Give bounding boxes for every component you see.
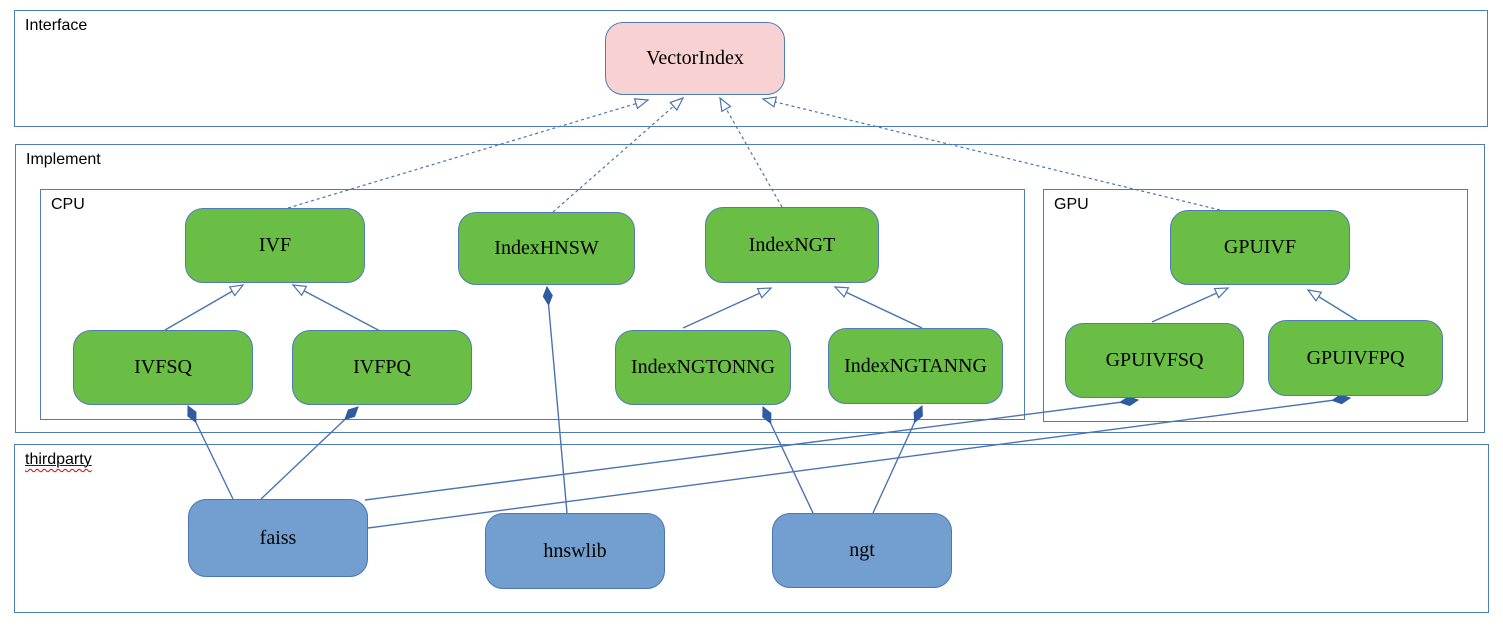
node-gpuivfsq-label: GPUIVFSQ — [1105, 349, 1204, 371]
node-ivfpq[interactable]: IVFPQ — [292, 330, 472, 405]
container-interface-label: Interface — [25, 17, 88, 34]
spellcheck-squiggle: thirdparty — [25, 451, 92, 468]
node-indexhnsw[interactable]: IndexHNSW — [458, 212, 635, 285]
container-thirdparty-label: thirdparty — [25, 451, 92, 469]
node-indexngt[interactable]: IndexNGT — [705, 207, 879, 283]
node-indexngt-label: IndexNGT — [748, 233, 836, 256]
node-indexhnsw-label: IndexHNSW — [494, 237, 599, 259]
node-ngt[interactable]: ngt — [772, 513, 952, 588]
node-ivfpq-label: IVFPQ — [353, 356, 411, 378]
node-indexngtonng-label: IndexNGTONNG — [630, 356, 776, 378]
node-faiss[interactable]: faiss — [188, 499, 368, 577]
node-vectorindex[interactable]: VectorIndex — [605, 22, 785, 95]
node-hnswlib[interactable]: hnswlib — [485, 513, 665, 589]
node-gpuivf-label: GPUIVF — [1223, 236, 1297, 258]
node-gpuivf[interactable]: GPUIVF — [1170, 210, 1350, 285]
node-indexngtonng[interactable]: IndexNGTONNG — [615, 330, 791, 405]
node-gpuivfsq[interactable]: GPUIVFSQ — [1065, 323, 1244, 398]
node-hnswlib-label: hnswlib — [543, 539, 607, 562]
container-implement-label: Implement — [26, 151, 101, 168]
node-ivf[interactable]: IVF — [185, 208, 365, 283]
node-vectorindex-label: VectorIndex — [646, 47, 744, 69]
node-ivfsq-label: IVFSQ — [134, 356, 192, 378]
node-gpuivfpq-label: GPUIVFPQ — [1306, 346, 1405, 369]
node-ngt-label: ngt — [849, 539, 875, 561]
container-gpu-label: GPU — [1054, 196, 1089, 213]
node-gpuivfpq[interactable]: GPUIVFPQ — [1268, 320, 1443, 396]
node-ivf-label: IVF — [258, 234, 292, 256]
node-faiss-label: faiss — [259, 526, 297, 549]
node-indexngtanng[interactable]: IndexNGTANNG — [828, 328, 1003, 404]
node-indexngtanng-label: IndexNGTANNG — [844, 354, 987, 377]
node-ivfsq[interactable]: IVFSQ — [73, 330, 253, 405]
container-cpu-label: CPU — [51, 196, 85, 213]
